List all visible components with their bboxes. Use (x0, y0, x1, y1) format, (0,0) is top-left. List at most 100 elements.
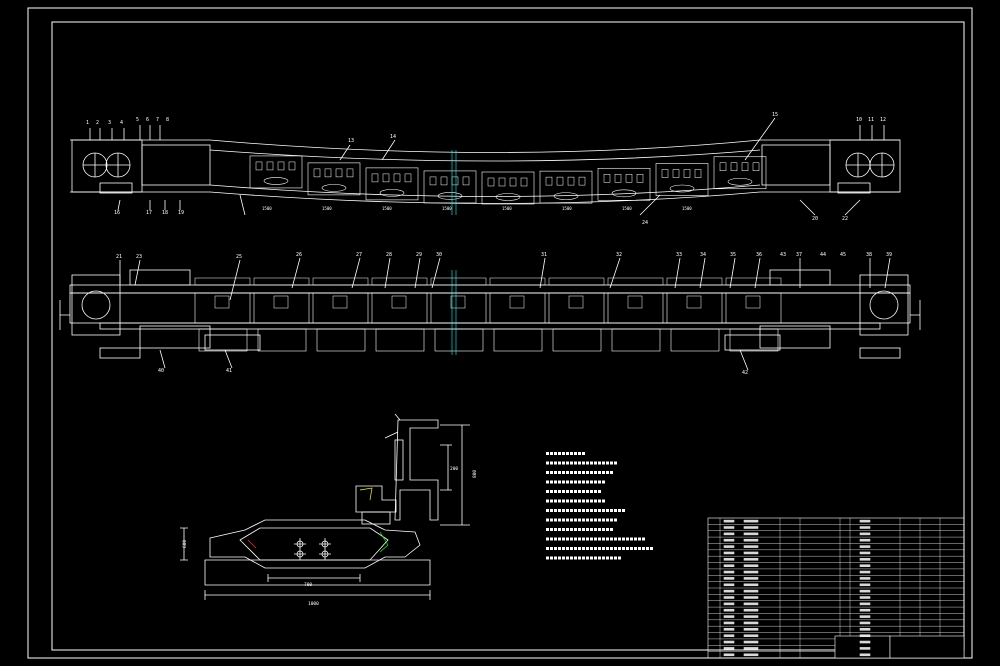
tech-note-glyph (610, 547, 613, 550)
tech-note-glyph (550, 480, 553, 484)
left-motor (139, 325, 211, 349)
tech-note-glyph (586, 499, 589, 503)
top-view-callout-label: 4 (120, 120, 123, 126)
side-view-callout-label: 32 (616, 252, 622, 258)
tech-note-glyph (554, 452, 557, 455)
title-block-glyph (723, 583, 735, 587)
tech-note-glyph (582, 471, 585, 474)
drawing-number-cell (889, 635, 965, 659)
side-view-callout-label: 34 (700, 252, 706, 258)
tech-note-glyph (606, 537, 609, 541)
tech-note-glyph (558, 537, 561, 541)
title-block-glyph (743, 558, 759, 561)
tech-note-glyph (570, 490, 573, 493)
title-block-glyph (859, 577, 871, 580)
tech-note-glyph (586, 461, 589, 465)
tech-note-glyph (550, 537, 553, 541)
tech-note-glyph (570, 452, 573, 455)
top-view-dimension: 1500 (382, 206, 392, 211)
side-view-callout-label: 42 (742, 370, 748, 376)
tech-note-glyph (578, 452, 581, 455)
tech-note-glyph (570, 471, 573, 474)
line-pan-cross-section (180, 413, 470, 600)
break-line-top (451, 150, 457, 215)
tech-note-glyph (550, 490, 553, 493)
tech-note-glyph (614, 556, 617, 560)
tech-note-glyph (614, 518, 617, 522)
tech-note-glyph (582, 452, 585, 455)
tech-note-glyph (574, 499, 577, 503)
tech-note-glyph (574, 461, 577, 465)
top-view-callout-label: 20 (812, 216, 818, 222)
title-block-glyph (743, 564, 759, 567)
tech-note-glyph (574, 509, 577, 512)
top-view-callout-label: 12 (880, 117, 886, 123)
right-drive-head (829, 139, 901, 193)
tech-note-glyph (598, 461, 601, 465)
top-view-callout-label: 6 (146, 117, 149, 123)
line-pan-segment (539, 170, 593, 204)
top-view-callout-label: 7 (156, 117, 159, 123)
tech-note-glyph (566, 452, 569, 455)
tech-note-glyph (578, 537, 581, 541)
side-view-callout-label: 30 (436, 252, 442, 258)
tech-note-glyph (566, 547, 569, 550)
top-view-callout-label: 10 (856, 117, 862, 123)
tech-note-glyph (578, 547, 581, 550)
tech-note-glyph (598, 528, 601, 531)
tech-note-glyph (570, 461, 573, 465)
tech-note-glyph (570, 528, 573, 531)
title-block-glyph (859, 589, 871, 593)
title-block-glyph (859, 596, 871, 599)
title-block-glyph (723, 596, 735, 599)
tech-note-glyph (562, 452, 565, 455)
tech-note-glyph (582, 547, 585, 550)
tech-note-glyph (546, 537, 549, 541)
tech-note-glyph (594, 537, 597, 541)
tech-note-glyph (606, 471, 609, 474)
tech-note-glyph (550, 556, 553, 560)
title-block-glyph (743, 545, 759, 548)
title-block-glyph (723, 558, 735, 561)
side-view-callout-label: 26 (296, 252, 302, 258)
tech-note-glyph (570, 547, 573, 550)
top-view-dimension: 1500 (322, 206, 332, 211)
tech-note-glyph (578, 490, 581, 493)
tech-note-glyph (558, 499, 561, 503)
tech-note-glyph (610, 528, 613, 531)
top-view-dimension: 1500 (562, 206, 572, 211)
line-pan-segment (597, 167, 651, 201)
tech-note-glyph (546, 499, 549, 503)
title-block-glyph (859, 558, 871, 561)
top-view-callout-label: 15 (772, 112, 778, 118)
tech-note-glyph (570, 556, 573, 560)
tech-note-glyph (550, 518, 553, 522)
tech-note-glyph (574, 537, 577, 541)
title-block-glyph (743, 577, 759, 580)
tech-note-glyph (574, 452, 577, 455)
tech-note-glyph (602, 509, 605, 512)
title-block-glyph (859, 634, 871, 637)
tech-note-glyph (566, 537, 569, 541)
tech-note-glyph (570, 509, 573, 512)
tech-note-glyph (562, 461, 565, 465)
tech-note-glyph (590, 509, 593, 512)
tech-note-glyph (610, 509, 613, 512)
title-block-glyph (743, 653, 759, 657)
side-bay (548, 292, 605, 324)
tech-note-glyph (614, 461, 617, 465)
tech-note-glyph (554, 528, 557, 531)
technical-notes (546, 452, 653, 560)
conveyor-upper-edge (70, 139, 900, 153)
tech-note-glyph (578, 528, 581, 531)
tech-note-glyph (602, 556, 605, 560)
side-view-callout-label: 45 (840, 252, 846, 258)
side-bay (489, 292, 546, 324)
left-end-sprocket (81, 290, 111, 320)
tech-note-glyph (570, 518, 573, 522)
side-view-callout-label: 35 (730, 252, 736, 258)
title-block-glyph (859, 583, 871, 587)
tech-note-glyph (586, 509, 589, 512)
side-view-callout-label: 36 (756, 252, 762, 258)
